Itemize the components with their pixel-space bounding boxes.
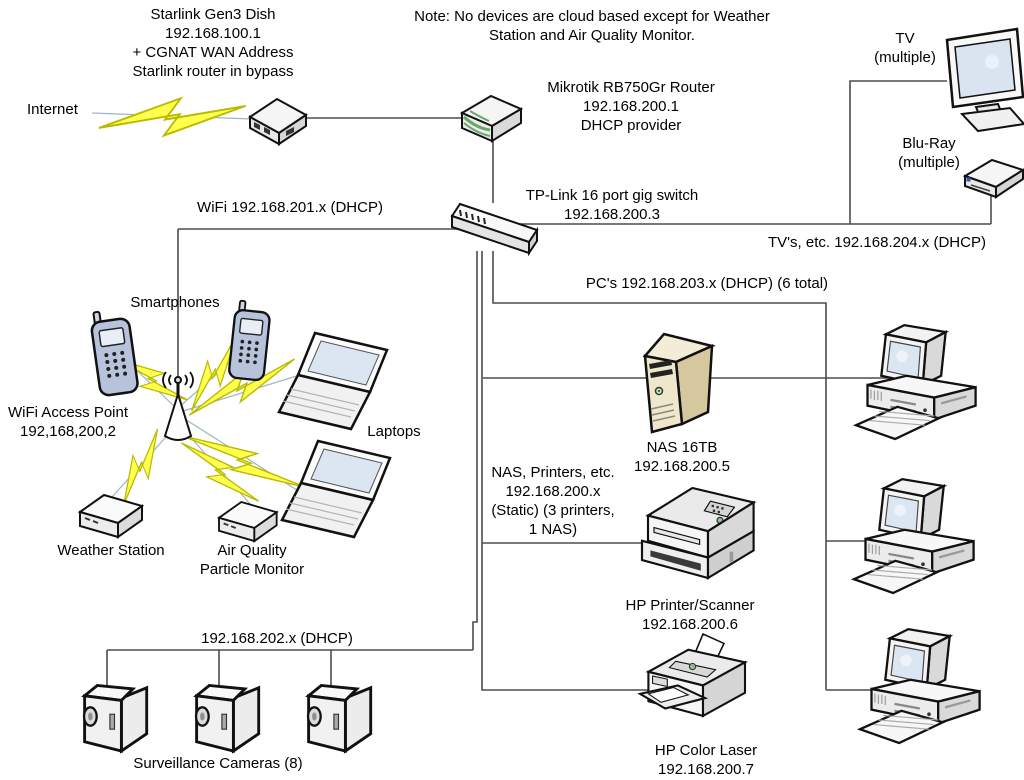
access-point-caption: WiFi Access Point 192,168,200,2 [7, 404, 129, 441]
color-laser-icon [637, 632, 748, 718]
air-quality-monitor-icon [218, 501, 278, 542]
pc-segment-label: PC's 192.168.203.x (DHCP) (6 total) [585, 275, 829, 292]
bluray-player-icon [962, 158, 1024, 199]
surveillance-camera-icon [82, 684, 149, 753]
laptop-icon [280, 439, 392, 539]
desktop-pc-icon [854, 323, 977, 441]
starlink-modem-icon [248, 97, 308, 146]
laptop-icon [277, 331, 389, 431]
smartphone-icon [88, 306, 140, 398]
nas-icon [642, 332, 716, 434]
printer-scanner-icon [640, 486, 757, 580]
tv-icon [945, 27, 1024, 133]
access-point-icon [162, 371, 194, 441]
switch-icon [450, 202, 539, 257]
router-caption: Mikrotik RB750Gr Router 192.168.200.1 DH… [547, 79, 715, 135]
router-icon [459, 94, 524, 143]
note-text: Note: No devices are cloud based except … [414, 8, 770, 45]
desktop-pc-icon [858, 628, 981, 745]
smartphone-icon [227, 299, 273, 382]
air-quality-label: Air Quality Particle Monitor [199, 542, 305, 579]
network-links [106, 80, 992, 691]
camera-segment-label: 192.168.202.x (DHCP) [201, 630, 353, 647]
surveillance-camera-icon [194, 684, 261, 753]
cameras-label: Surveillance Cameras (8) [133, 755, 303, 772]
weather-station-icon [79, 494, 143, 538]
internet-label: Internet [27, 101, 78, 118]
static-segment-label: NAS, Printers, etc. 192.168.200.x (Stati… [491, 464, 615, 539]
nas-caption: NAS 16TB 192.168.200.5 [634, 439, 730, 476]
bluray-caption: Blu-Ray (multiple) [898, 135, 960, 172]
laptops-label: Laptops [367, 423, 421, 440]
weather-station-label: Weather Station [57, 542, 165, 559]
tv-caption: TV (multiple) [874, 30, 936, 67]
desktop-pc-icon [852, 477, 975, 595]
color-laser-caption: HP Color Laser 192.168.200.7 [654, 742, 758, 779]
starlink-caption: Starlink Gen3 Dish 192.168.100.1 + CGNAT… [132, 6, 294, 81]
surveillance-camera-icon [306, 684, 373, 753]
switch-caption: TP-Link 16 port gig switch 192.168.200.3 [525, 187, 699, 224]
smartphones-label: Smartphones [130, 294, 220, 311]
printer-scanner-caption: HP Printer/Scanner 192.168.200.6 [625, 597, 755, 634]
internet-bolt-icon [97, 91, 247, 142]
wifi-segment-label: WiFi 192.168.201.x (DHCP) [197, 199, 383, 216]
tv-segment-label: TV's, etc. 192.168.204.x (DHCP) [768, 234, 986, 251]
